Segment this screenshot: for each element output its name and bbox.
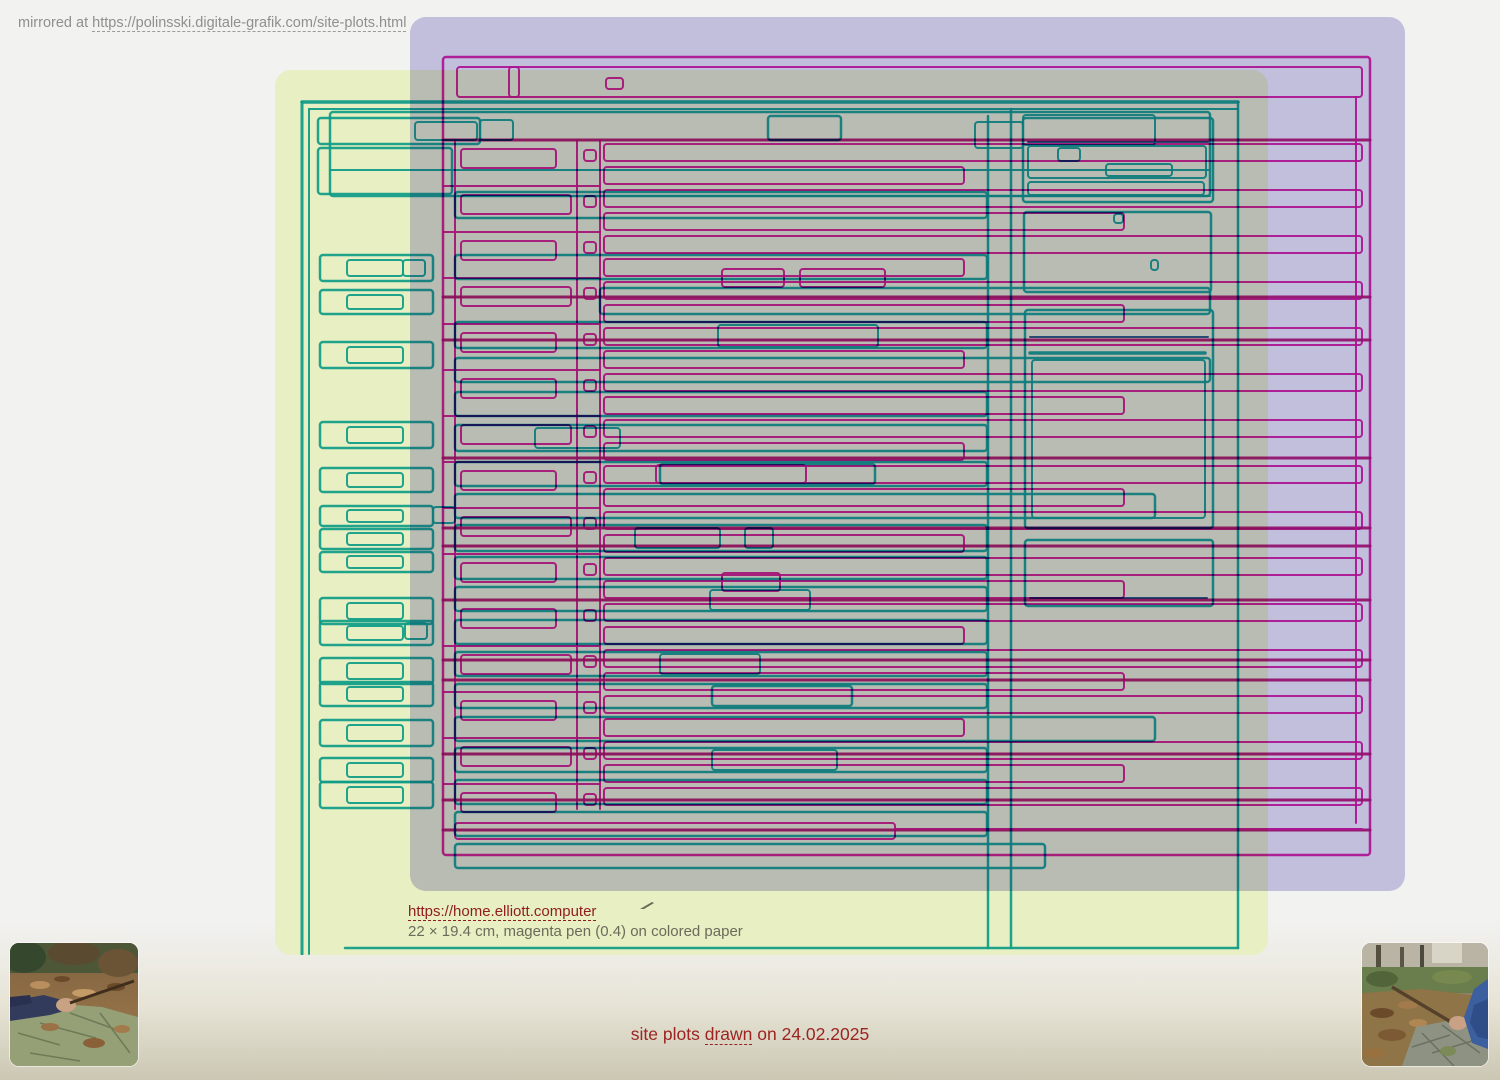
footer-prefix: site plots	[630, 1024, 705, 1044]
footer-note: site plots drawn on 24.02.2025	[0, 1024, 1500, 1045]
site-plot-scan-purple-paper	[410, 17, 1405, 891]
photo-thumbnail-left[interactable]	[10, 943, 138, 1066]
caption-details: 22 × 19.4 cm, magenta pen (0.4) on color…	[408, 923, 743, 940]
photo-thumbnail-right[interactable]	[1362, 943, 1488, 1066]
mirror-link[interactable]: https://polinsski.digitale-grafik.com/si…	[92, 15, 407, 32]
caption-url-link[interactable]: https://home.elliott.computer	[408, 903, 597, 921]
mirror-note: mirrored at https://polinsski.digitale-g…	[18, 15, 407, 32]
photo-right-image	[1362, 943, 1488, 1066]
mirror-note-prefix: mirrored at	[18, 15, 93, 31]
footer-drawn-link[interactable]: drawn	[704, 1024, 753, 1045]
artwork-caption: https://home.elliott.computer 22 × 19.4 …	[408, 902, 743, 941]
footer-suffix: on 24.02.2025	[752, 1024, 870, 1044]
magenta-pen-drawing	[441, 55, 1372, 857]
pen-smudge-mark	[640, 902, 654, 909]
photo-left-image	[10, 943, 138, 1066]
